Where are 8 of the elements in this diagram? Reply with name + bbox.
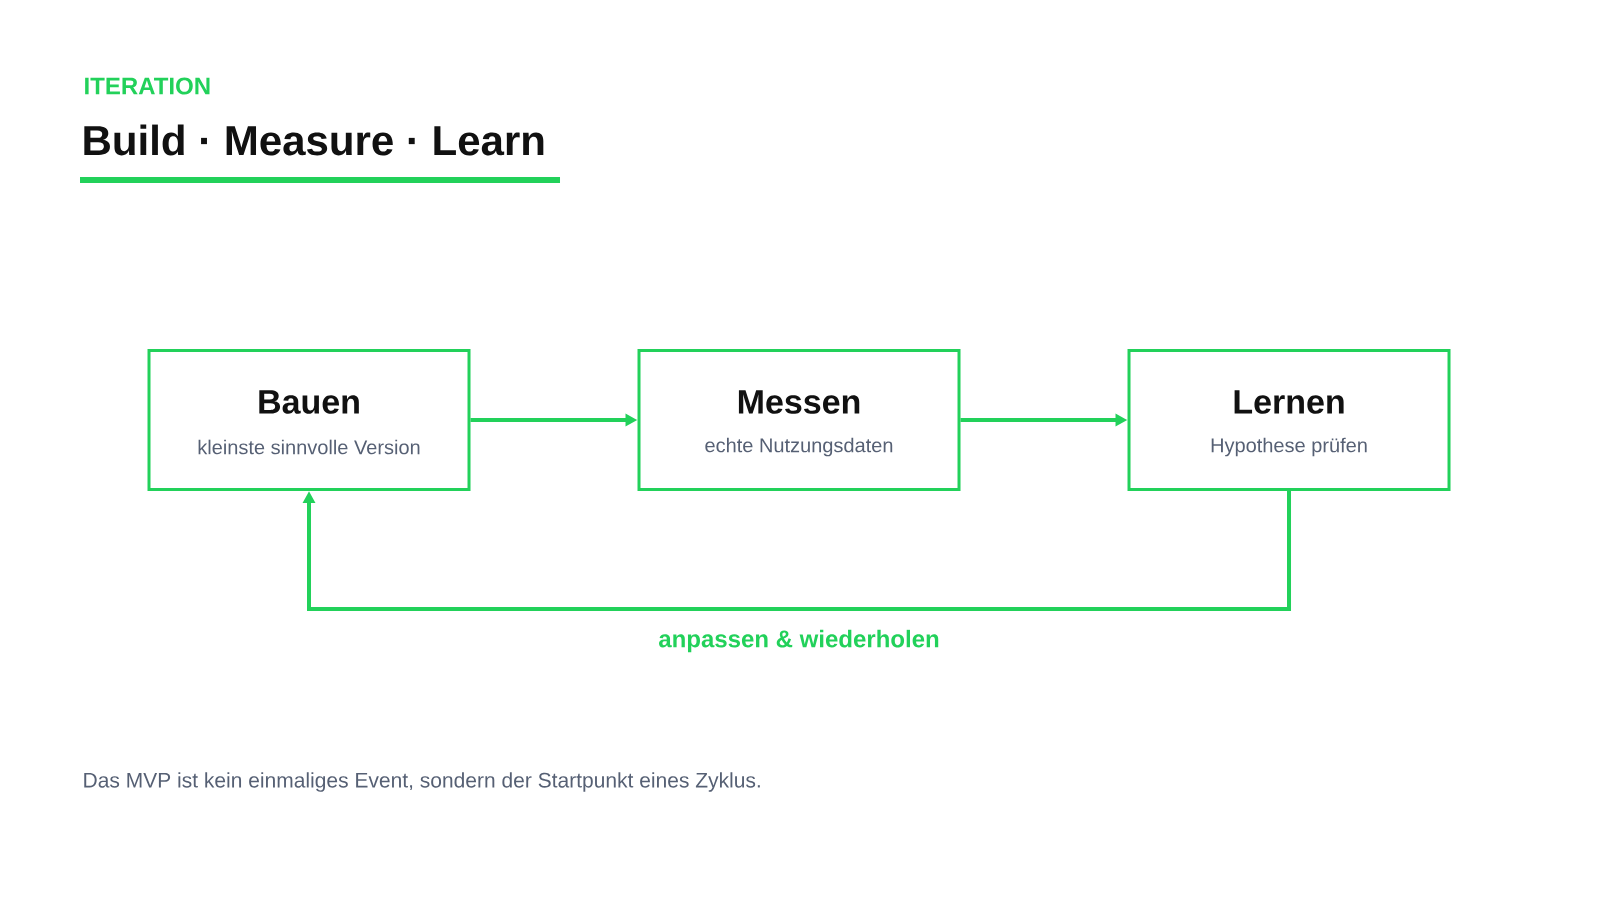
arrow: [302, 491, 1291, 611]
process-box: Bauen kleinste sinnvolle Version: [147, 349, 471, 491]
caption: Das MVP ist kein einmaliges Event, sondern der Startpunkt eines Zyklus.: [84, 772, 760, 792]
process-box: Messen echte Nutzungsdaten: [637, 349, 961, 491]
section-label: ITERATION: [85, 77, 210, 95]
edge-label: anpassen & wiederholen: [655, 626, 943, 656]
title: Build · Measure · Learn: [84, 124, 544, 156]
process-box: Lernen Hypothese prüfen: [1127, 349, 1451, 491]
